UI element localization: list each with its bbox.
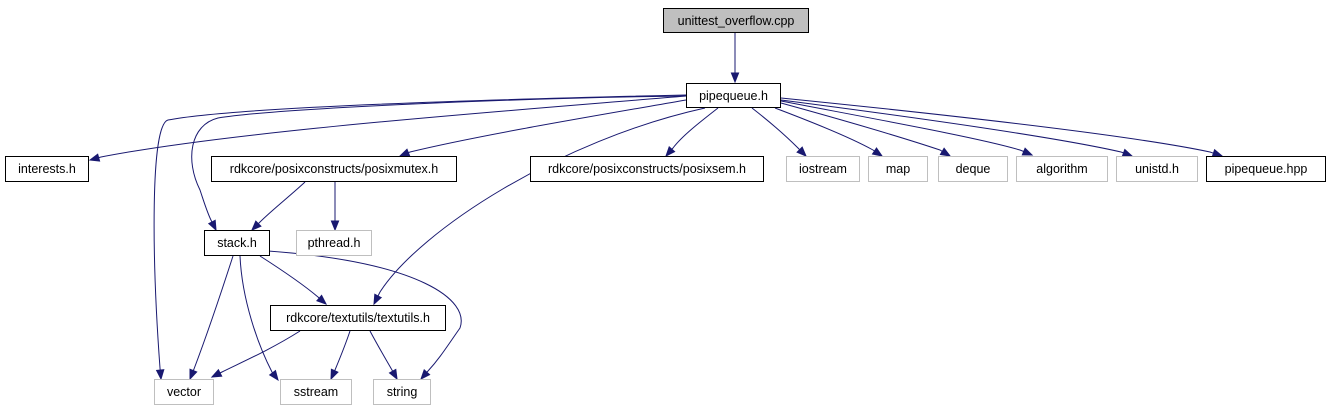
- edge-line: [671, 107, 719, 150]
- arrowhead: [871, 147, 884, 157]
- node-label: vector: [166, 385, 202, 399]
- edge-textutils_h-to-vector: [210, 330, 301, 378]
- arrowhead: [88, 153, 101, 162]
- node-label: deque: [955, 162, 991, 176]
- arrowhead: [251, 220, 262, 231]
- edge-line: [751, 107, 800, 150]
- arrowhead: [420, 369, 431, 381]
- arrowhead: [330, 220, 340, 232]
- arrowhead: [373, 293, 383, 306]
- node-iostream: iostream: [786, 156, 860, 182]
- edge-pipequeue_h-to-vector: [153, 94, 687, 381]
- edge-line: [98, 95, 687, 159]
- node-label: string: [386, 385, 418, 399]
- arrowhead: [398, 148, 411, 157]
- edge-pipequeue_h-to-unistd_h: [780, 99, 1134, 157]
- edge-line: [191, 95, 687, 223]
- node-label: algorithm: [1036, 162, 1088, 176]
- node-label: rdkcore/textutils/textutils.h: [286, 311, 430, 325]
- edge-line: [408, 99, 687, 154]
- edge-textutils_h-to-sstream: [330, 330, 351, 381]
- edge-textutils_h-to-string: [369, 330, 398, 381]
- node-label: iostream: [799, 162, 847, 176]
- edge-line: [774, 107, 875, 152]
- node-pipequeue-hpp[interactable]: pipequeue.hpp: [1206, 156, 1326, 182]
- edge-stack_h-to-vector: [189, 255, 234, 381]
- node-label: rdkcore/posixconstructs/posixsem.h: [548, 162, 746, 176]
- node-unistd-h: unistd.h: [1116, 156, 1198, 182]
- node-label: map: [885, 162, 911, 176]
- node-label: pipequeue.hpp: [1224, 162, 1308, 176]
- arrowhead: [268, 369, 279, 382]
- edge-line: [780, 99, 1124, 154]
- edge-pipequeue_h-to-textutils_h: [373, 107, 706, 306]
- arrowhead: [388, 368, 398, 381]
- edge-line: [239, 255, 273, 374]
- node-stack-h[interactable]: stack.h: [204, 230, 270, 256]
- edge-line: [780, 97, 1214, 154]
- edge-line: [267, 250, 462, 373]
- node-textutils-h[interactable]: rdkcore/textutils/textutils.h: [270, 305, 446, 331]
- node-algorithm: algorithm: [1016, 156, 1108, 182]
- edge-line: [780, 102, 943, 152]
- arrowhead: [330, 368, 339, 381]
- edge-line: [153, 94, 687, 371]
- node-string: string: [373, 379, 431, 405]
- arrowhead: [210, 368, 223, 378]
- node-label: unistd.h: [1135, 162, 1179, 176]
- arrowhead: [189, 368, 198, 381]
- node-pthread-h: pthread.h: [296, 230, 372, 256]
- arrowhead: [155, 369, 165, 381]
- edge-stack_h-to-sstream: [239, 255, 279, 382]
- edge-line: [258, 181, 306, 224]
- arrowhead: [939, 147, 952, 157]
- arrowhead: [665, 146, 676, 158]
- edge-line: [780, 100, 1024, 152]
- edge-pipequeue_h-to-deque: [780, 102, 952, 157]
- edge-pipequeue_h-to-pipequeue_hpp: [780, 97, 1224, 158]
- node-posixsem-h[interactable]: rdkcore/posixconstructs/posixsem.h: [530, 156, 764, 182]
- arrowhead: [316, 294, 328, 305]
- edge-posixmutex_h-to-pthread_h: [330, 182, 340, 232]
- edge-line: [259, 255, 320, 299]
- node-label: pthread.h: [307, 236, 361, 250]
- edge-pipequeue_h-to-stack_h: [191, 95, 687, 232]
- node-label: stack.h: [217, 236, 257, 250]
- edge-unittest_overflow-to-pipequeue_h: [730, 33, 740, 84]
- node-label: interests.h: [18, 162, 76, 176]
- edge-line: [219, 330, 301, 374]
- edge-pipequeue_h-to-algorithm: [780, 100, 1034, 156]
- arrowhead: [1021, 147, 1034, 156]
- node-pipequeue-h[interactable]: pipequeue.h: [686, 83, 781, 108]
- edge-pipequeue_h-to-iostream: [751, 107, 807, 157]
- edge-pipequeue_h-to-map: [774, 107, 884, 157]
- edge-line: [369, 330, 394, 372]
- arrowhead: [796, 146, 807, 157]
- node-vector: vector: [154, 379, 214, 405]
- node-label: rdkcore/posixconstructs/posixmutex.h: [229, 162, 439, 176]
- node-label: pipequeue.h: [699, 88, 768, 103]
- node-interests-h[interactable]: interests.h: [5, 156, 89, 182]
- edge-pipequeue_h-to-posixsem_h: [665, 107, 719, 158]
- arrowhead: [207, 219, 217, 232]
- edge-stack_h-to-textutils_h: [259, 255, 328, 305]
- node-unittest-overflow-cpp[interactable]: unittest_overflow.cpp: [663, 8, 809, 33]
- edge-pipequeue_h-to-posixmutex_h: [398, 99, 687, 157]
- node-posixmutex-h[interactable]: rdkcore/posixconstructs/posixmutex.h: [211, 156, 457, 182]
- edge-line: [334, 330, 351, 371]
- edge-line: [192, 255, 234, 371]
- node-label: sstream: [293, 385, 339, 399]
- node-deque: deque: [938, 156, 1008, 182]
- node-sstream: sstream: [280, 379, 352, 405]
- edge-posixmutex_h-to-stack_h: [251, 181, 306, 231]
- edge-stack_h-to-string: [267, 250, 462, 381]
- edge-line: [377, 107, 706, 297]
- node-label: unittest_overflow.cpp: [677, 13, 795, 28]
- arrowhead: [730, 72, 740, 84]
- node-map: map: [868, 156, 928, 182]
- edge-pipequeue_h-to-interests_h: [88, 95, 687, 162]
